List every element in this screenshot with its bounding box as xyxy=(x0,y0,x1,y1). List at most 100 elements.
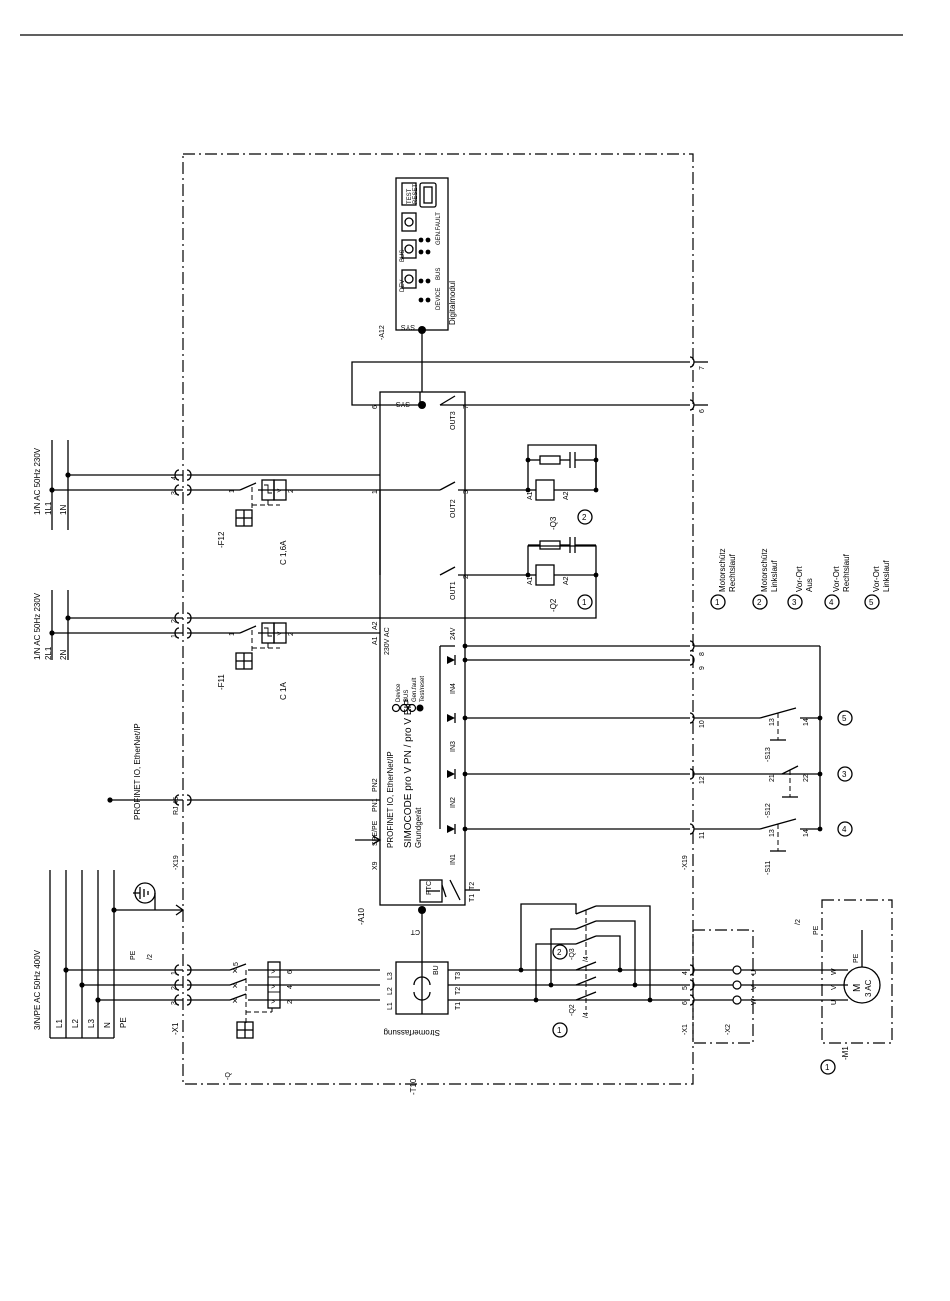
a10-pn2: PN2 xyxy=(372,778,379,792)
f12-tag: -F12 xyxy=(217,531,226,548)
a12-sys: SYS xyxy=(401,323,415,330)
m1-ac: 3 AC xyxy=(864,979,873,997)
legend-5-num: 5 xyxy=(869,598,874,607)
a10-supply: 230V AC xyxy=(384,627,391,655)
main-breaker-q: × × × > > > xyxy=(187,961,380,1039)
breaker-f11: > xyxy=(187,617,380,670)
svg-text:>: > xyxy=(271,999,275,1006)
f11-a: 1 xyxy=(229,632,236,636)
a10-n6: 6 xyxy=(372,405,379,409)
q2-num: 1 xyxy=(582,598,587,607)
x2-pin-u: U xyxy=(751,970,758,975)
a10-led-test: Test/reset xyxy=(420,676,426,702)
q3-tag: -Q3 xyxy=(549,516,558,530)
legend-4-a: Vor-Ort xyxy=(832,565,841,592)
a10-sub: Grundgerät xyxy=(414,807,423,848)
x1-pin-3: 3 xyxy=(171,1001,178,1005)
a10-led-device: Device xyxy=(396,683,402,702)
x1-right-4: 4 xyxy=(682,971,689,975)
coil-return xyxy=(380,575,597,619)
s13-tag: -S13 xyxy=(765,747,772,762)
x1-pin-1: 1 xyxy=(171,971,178,975)
t10-in-l3: L3 xyxy=(387,972,394,980)
simocode-a10 xyxy=(379,330,690,906)
x19-pin-11: 11 xyxy=(699,832,706,839)
main-contactors xyxy=(518,903,653,1010)
l2-label: L2 xyxy=(71,1019,80,1028)
legend-3-a: Vor-Ort xyxy=(795,565,804,592)
legend-2-b: Linkslauf xyxy=(770,560,779,592)
t10-in-l1: L1 xyxy=(387,1002,394,1010)
a10-x9: X9 xyxy=(372,861,379,870)
m1-m: M xyxy=(852,984,863,992)
x1-right-5: 5 xyxy=(682,986,689,990)
sys-loop xyxy=(351,361,690,406)
x19-pin-10: 10 xyxy=(699,720,706,728)
pe-label: PE xyxy=(119,1017,128,1028)
supply-1-l: 1L1 xyxy=(44,501,53,515)
a10-n3: 3 xyxy=(463,490,470,494)
q2-a1: A1 xyxy=(527,576,534,585)
legend-3-b: Aus xyxy=(805,578,814,592)
a12-genfault: GEN.FAULT xyxy=(436,212,442,245)
x19-tag-right: -X19 xyxy=(682,855,689,870)
a10-led-genfault: Gen.fault xyxy=(412,677,418,702)
q3-num-circle xyxy=(577,509,593,525)
svg-text:>: > xyxy=(271,969,275,976)
a12-dev: DEV xyxy=(400,280,406,292)
q3-tag-main: -Q3 xyxy=(569,948,576,960)
q2-num-main: 1 xyxy=(557,1026,562,1035)
supply-2-l: 2L1 xyxy=(44,646,53,660)
supply-2 xyxy=(49,590,183,660)
a10-proto: PROFINET IO, EtherNet/IP xyxy=(386,751,395,848)
x19-pin-9: 9 xyxy=(699,666,706,670)
x2-tag: -X2 xyxy=(725,1024,732,1035)
a10-name: SIMOCODE pro V PN / pro V EIP xyxy=(403,699,414,848)
a10-in1: IN1 xyxy=(450,854,457,865)
s13-b: 14 xyxy=(803,718,810,726)
a10-ptc: PTC xyxy=(426,881,433,895)
svg-text:×: × xyxy=(232,966,238,977)
breaker-f12: > xyxy=(187,474,380,527)
x19-pin-7: 7 xyxy=(699,366,706,370)
a10-t2: T2 xyxy=(469,882,476,890)
svg-text:>: > xyxy=(271,984,275,991)
a12-device: DEVICE xyxy=(436,288,442,310)
supply-1-title: 1/N AC 50Hz 230V xyxy=(33,447,42,515)
q2-num-circle-main xyxy=(552,1022,568,1038)
a12-bus2: BUS xyxy=(400,250,406,262)
q2-tag-main: -Q2 xyxy=(569,1004,576,1016)
t10-out-t1: T1 xyxy=(455,1002,462,1010)
f11-tag: -F11 xyxy=(217,674,226,690)
t10-bu: BU xyxy=(433,965,440,975)
s11-tag: -S11 xyxy=(765,861,772,875)
x19-pin-8: 8 xyxy=(699,652,706,656)
a10-ct: CT xyxy=(410,928,420,935)
q2-num-circle xyxy=(577,594,593,610)
q3-a1: A1 xyxy=(527,491,534,500)
f11-b: 2 xyxy=(288,632,295,636)
legend-1-num: 1 xyxy=(715,598,720,607)
x19-pin-6: 6 xyxy=(699,409,706,413)
x19-right xyxy=(689,356,823,852)
q2-tag: -Q2 xyxy=(549,598,558,612)
x2-pin-w: W xyxy=(751,998,758,1005)
t10-name: Stromerfassung xyxy=(384,1028,440,1037)
main-supply xyxy=(49,870,185,1039)
legend-1-a: Motorschütz xyxy=(718,548,727,592)
s12-b: 22 xyxy=(803,774,810,782)
a10-24v: 24V xyxy=(450,627,457,640)
s11-num-circle xyxy=(837,821,853,837)
supply-2-title: 1/N AC 50Hz 230V xyxy=(33,592,42,660)
legend-4-num: 4 xyxy=(829,598,834,607)
m1-u: U xyxy=(831,1000,838,1005)
q3-num: 2 xyxy=(582,513,587,522)
s13-num: 5 xyxy=(842,714,847,723)
s12-num: 3 xyxy=(842,770,847,779)
q3-num-main: 2 xyxy=(557,948,562,957)
legend-1-b: Rechtslauf xyxy=(728,553,737,592)
legend-5-a: Vor-Ort xyxy=(872,565,881,592)
m1-pe-ref: PE xyxy=(813,925,820,935)
x1-pin-2: 2 xyxy=(171,986,178,990)
x1-right-6: 6 xyxy=(682,1001,689,1005)
